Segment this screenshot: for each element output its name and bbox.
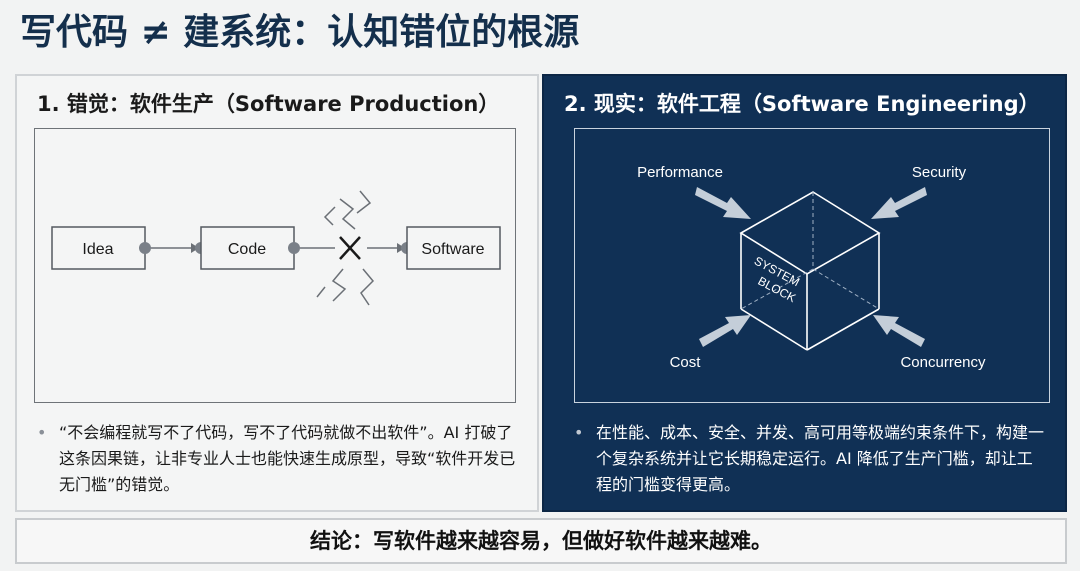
illusion-bullet-text: “不会编程就写不了代码，写不了代码就做不出软件”。AI 打破了这条因果链，让非专… — [59, 423, 516, 494]
security-arrow-icon — [871, 187, 927, 219]
conclusion-banner: 结论：写软件越来越容易，但做好软件越来越难。 — [15, 518, 1067, 564]
production-diagram: Idea Code — [34, 128, 516, 403]
idea-label: Idea — [82, 241, 113, 258]
broken-link-icon — [316, 190, 375, 306]
performance-label: Performance — [637, 164, 723, 181]
connector-dot — [139, 242, 151, 254]
cost-arrow-icon — [699, 315, 751, 347]
cost-label: Cost — [670, 354, 702, 371]
bullet-dot-icon: • — [37, 423, 47, 442]
security-label: Security — [912, 164, 967, 181]
reality-bullet: • 在性能、成本、安全、并发、高可用等极端约束条件下，构建一个复杂系统并让它长期… — [574, 420, 1044, 498]
illusion-panel: 1. 错觉：软件生产（Software Production） Idea Cod… — [15, 74, 539, 512]
reality-panel: 2. 现实：软件工程（Software Engineering） SYSTEM — [542, 74, 1067, 512]
slide-title: 写代码 ≠ 建系统：认知错位的根源 — [20, 12, 580, 53]
concurrency-arrow-icon — [873, 315, 925, 347]
system-cube-icon — [739, 191, 881, 351]
connector-dot — [288, 242, 300, 254]
illusion-bullet: • “不会编程就写不了代码，写不了代码就做不出软件”。AI 打破了这条因果链，让… — [37, 420, 517, 498]
performance-arrow-icon — [695, 187, 751, 219]
production-diagram-svg: Idea Code — [51, 190, 501, 306]
reality-heading: 2. 现实：软件工程（Software Engineering） — [564, 92, 1040, 116]
concurrency-label: Concurrency — [900, 354, 986, 371]
software-label: Software — [421, 241, 484, 258]
illusion-heading: 1. 错觉：软件生产（Software Production） — [37, 92, 500, 116]
idea-node — [51, 226, 146, 270]
bullet-dot-icon: • — [574, 423, 584, 442]
code-label: Code — [228, 241, 266, 258]
engineering-diagram: SYSTEM BLOCK Performance Security Cost C… — [574, 128, 1050, 403]
reality-bullet-text: 在性能、成本、安全、并发、高可用等极端约束条件下，构建一个复杂系统并让它长期稳定… — [596, 423, 1045, 494]
engineering-diagram-svg: SYSTEM BLOCK Performance Security Cost C… — [637, 164, 986, 371]
code-node — [200, 226, 295, 270]
software-node — [406, 226, 501, 270]
